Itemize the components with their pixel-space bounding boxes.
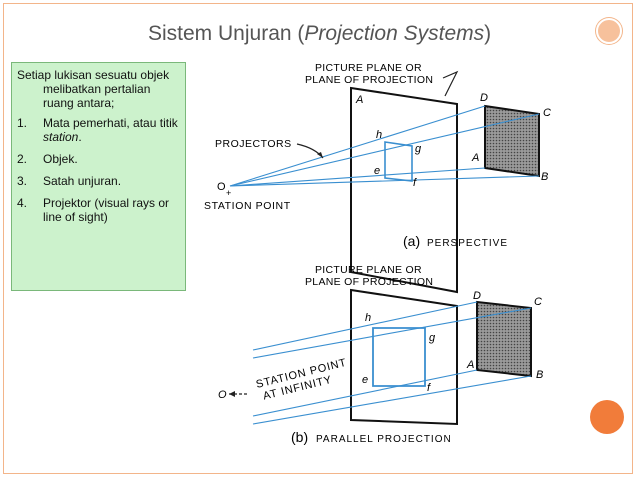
- label-e-b: e: [362, 374, 368, 386]
- label-h-b: h: [365, 312, 371, 324]
- slide-title: Sistem Unjuran (Projection Systems): [148, 22, 492, 45]
- list-item: 1. Mata pemerhati, atau titik station.: [17, 116, 178, 144]
- plane-label-line1: PICTURE PLANE OR: [315, 62, 422, 74]
- infinity-arrowhead: [229, 391, 235, 397]
- list-item: 4. Projektor (visual rays or line of sig…: [17, 196, 170, 224]
- label-f-b: f: [427, 382, 431, 394]
- label-D-b: D: [473, 290, 481, 302]
- plane-label-line2: PLANE OF PROJECTION: [305, 74, 433, 86]
- projectors-arrowhead: [317, 152, 323, 158]
- projection-diagram: PICTURE PLANE OR PLANE OF PROJECTION A D…: [204, 62, 551, 445]
- label-D: D: [480, 92, 488, 104]
- label-g-b: g: [429, 332, 436, 344]
- list-item: 3. Satah unjuran.: [17, 174, 122, 188]
- projectors-label: PROJECTORS: [215, 138, 292, 150]
- picture-plane: [350, 86, 458, 294]
- station-o-b: O: [218, 389, 227, 401]
- station-plus: +: [226, 188, 231, 198]
- caption-b: PARALLEL PROJECTION: [316, 434, 452, 445]
- label-e: e: [374, 165, 380, 177]
- label-C: C: [543, 107, 551, 119]
- plane-label-b-line1: PICTURE PLANE OR: [315, 264, 422, 276]
- projected-square-b: [372, 327, 426, 387]
- station-point-label: STATION POINT: [204, 200, 291, 212]
- label-C-b: C: [534, 296, 542, 308]
- decorative-dot-top: [596, 18, 622, 44]
- slide-frame: [3, 3, 633, 474]
- station-infinity-label: STATION POINT AT INFINITY: [255, 357, 348, 403]
- label-h: h: [376, 129, 382, 141]
- list-item: 2. Objek.: [17, 152, 78, 166]
- caption-a: PERSPECTIVE: [427, 238, 508, 249]
- label-B: B: [541, 171, 548, 183]
- caption-b-letter: (b): [291, 429, 308, 445]
- label-A: A: [471, 152, 479, 164]
- label-f: f: [413, 177, 417, 189]
- parallel-projector-lines: [252, 301, 532, 425]
- label-g: g: [415, 143, 422, 155]
- projector-lines: [229, 105, 540, 187]
- intro-text: Setiap lukisan sesuatu objek melibatkan …: [17, 68, 170, 110]
- projectors-arrow: [296, 143, 324, 159]
- station-o: O: [217, 181, 226, 193]
- plane-label-b-line2: PLANE OF PROJECTION: [305, 276, 433, 288]
- parallel-diagram: PICTURE PLANE OR PLANE OF PROJECTION D C…: [218, 264, 543, 445]
- projected-square: [384, 141, 413, 182]
- caption-a-letter: (a): [403, 233, 420, 249]
- leader-arrow: [442, 70, 459, 97]
- definition-textbox: Setiap lukisan sesuatu objek melibatkan …: [11, 62, 186, 291]
- label-B-b: B: [536, 369, 543, 381]
- perspective-diagram: PICTURE PLANE OR PLANE OF PROJECTION A D…: [204, 62, 551, 294]
- decorative-dot-bottom: [590, 400, 624, 434]
- object-square: [484, 104, 540, 178]
- label-A-b: A: [466, 359, 474, 371]
- label-A-plane: A: [355, 94, 363, 106]
